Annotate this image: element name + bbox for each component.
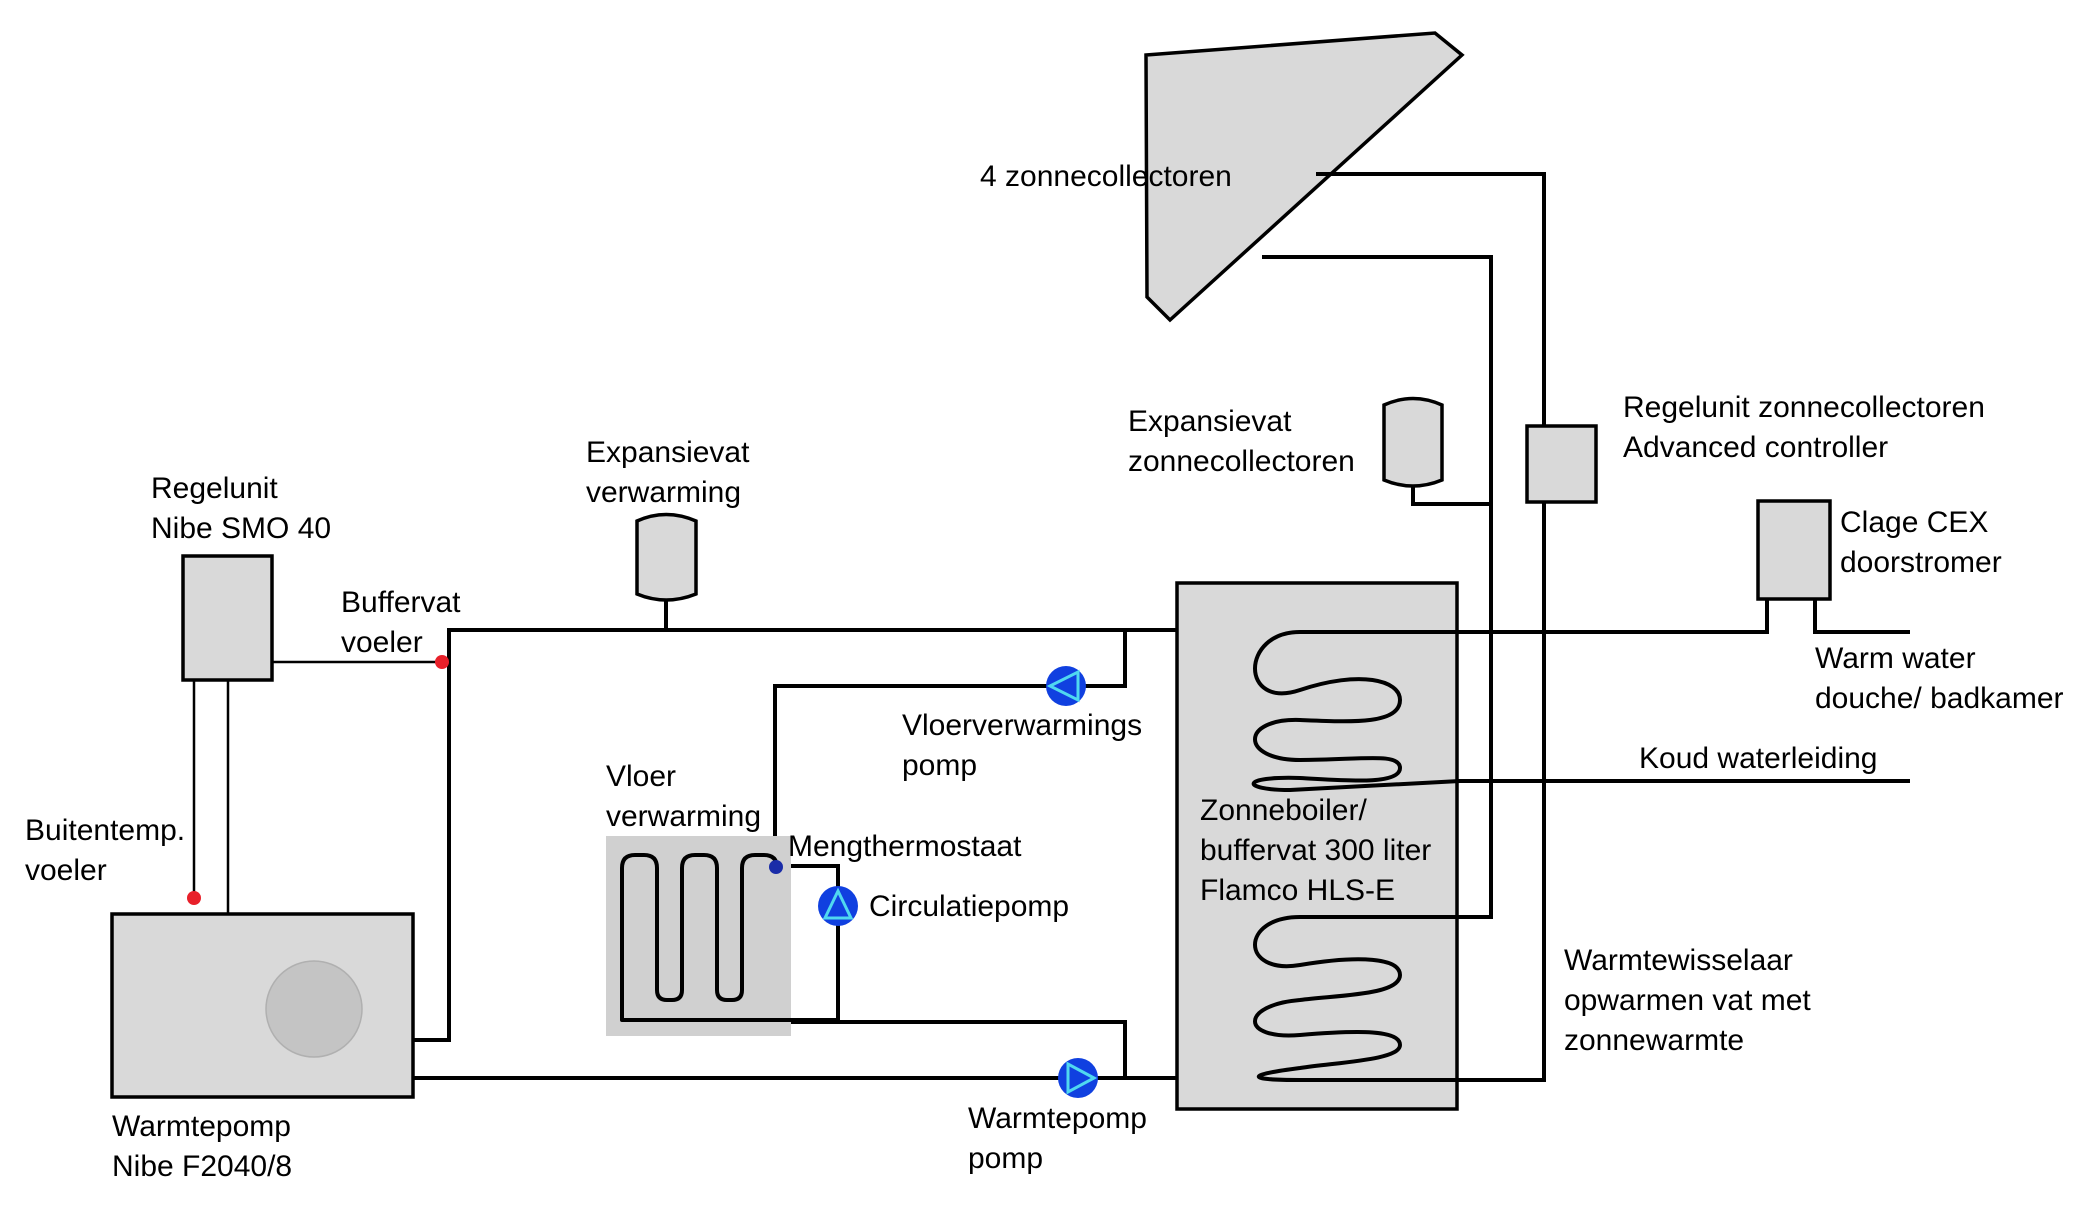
label-nibe-controller: Regelunit xyxy=(151,472,278,505)
hot-water-pipe xyxy=(1460,598,1769,634)
floor-heating-serpentine xyxy=(620,853,779,1022)
nibe-smo40-controller xyxy=(181,554,274,682)
floor-heating-panel xyxy=(606,836,791,1036)
label-floor-heating-2: verwarming xyxy=(606,800,761,833)
label-solar-collectors: 4 zonnecollectoren xyxy=(980,160,1232,193)
clage-output-pipe xyxy=(1813,598,1910,634)
solar-collector-panel xyxy=(1144,31,1465,323)
heat-pump-fan xyxy=(265,960,363,1058)
label-floor-heating-pump: Vloerverwarmings xyxy=(902,709,1142,742)
solar-pipe-lower xyxy=(1262,255,1493,919)
label-solar-controller: Regelunit zonnecollectoren xyxy=(1623,391,1985,424)
label-heat-pump-pump: Warmtepomp xyxy=(968,1102,1147,1135)
buffer-tank-sensor xyxy=(435,655,449,669)
solar-pipe-upper xyxy=(1316,172,1546,1082)
label-solar-boiler: Zonneboiler/ xyxy=(1200,794,1367,827)
label-heat-exchanger-2: opwarmen vat met xyxy=(1564,984,1811,1017)
clage-instant-heater xyxy=(1756,499,1832,601)
heat-pump-unit xyxy=(110,912,415,1099)
label-solar-expansion-tank-2: zonnecollectoren xyxy=(1128,445,1355,478)
label-buffer-sensor: Buffervat xyxy=(341,586,461,619)
outdoor-temp-sensor xyxy=(187,891,201,905)
floor-heating-pump xyxy=(1046,666,1086,706)
label-outdoor-sensor: Buitentemp. xyxy=(25,814,185,847)
heat-pump-circulation-pump xyxy=(1058,1058,1098,1098)
solar-boiler-tank xyxy=(1175,581,1459,1111)
heatpump-supply-pipe xyxy=(413,628,1177,1042)
label-nibe-controller-2: Nibe SMO 40 xyxy=(151,512,331,545)
solar-expansion-tank xyxy=(1382,396,1444,488)
label-heating-expansion-tank-2: verwarming xyxy=(586,476,741,509)
solar-controller-unit xyxy=(1525,424,1598,504)
label-heat-exchanger-3: zonnewarmte xyxy=(1564,1024,1744,1057)
heating-expansion-tank xyxy=(635,512,698,602)
label-solar-boiler-3: Flamco HLS-E xyxy=(1200,874,1395,907)
label-solar-expansion-tank: Expansievat xyxy=(1128,405,1292,438)
label-hot-water-2: douche/ badkamer xyxy=(1815,682,2064,715)
label-floor-heating-pump-2: pomp xyxy=(902,749,977,782)
upper-coil xyxy=(1251,630,1462,792)
mixing-valve xyxy=(769,860,783,874)
label-clage-2: doorstromer xyxy=(1840,546,2002,579)
lower-coil xyxy=(1253,915,1462,1082)
label-clage: Clage CEX xyxy=(1840,506,1988,539)
label-cold-water: Koud waterleiding xyxy=(1639,742,1878,775)
label-circulation-pump: Circulatiepomp xyxy=(869,890,1069,923)
label-heat-exchanger: Warmtewisselaar xyxy=(1564,944,1793,977)
heatpump-return-pipe xyxy=(413,1020,1127,1080)
label-heat-pump-pump-2: pomp xyxy=(968,1142,1043,1175)
label-solar-controller-2: Advanced controller xyxy=(1623,431,1888,464)
label-mixing-thermostat: Mengthermostaat xyxy=(788,830,1022,863)
floor-heating-supply-pipe xyxy=(773,630,1127,868)
label-heat-pump: Warmtepomp xyxy=(112,1110,291,1143)
label-heating-expansion-tank: Expansievat xyxy=(586,436,750,469)
label-solar-boiler-2: buffervat 300 liter xyxy=(1200,834,1431,867)
label-hot-water: Warm water xyxy=(1815,642,1976,675)
label-floor-heating: Vloer xyxy=(606,760,676,793)
label-outdoor-sensor-2: voeler xyxy=(25,854,107,887)
label-buffer-sensor-2: voeler xyxy=(341,626,423,659)
circulation-pump xyxy=(818,886,858,926)
label-heat-pump-2: Nibe F2040/8 xyxy=(112,1150,292,1183)
